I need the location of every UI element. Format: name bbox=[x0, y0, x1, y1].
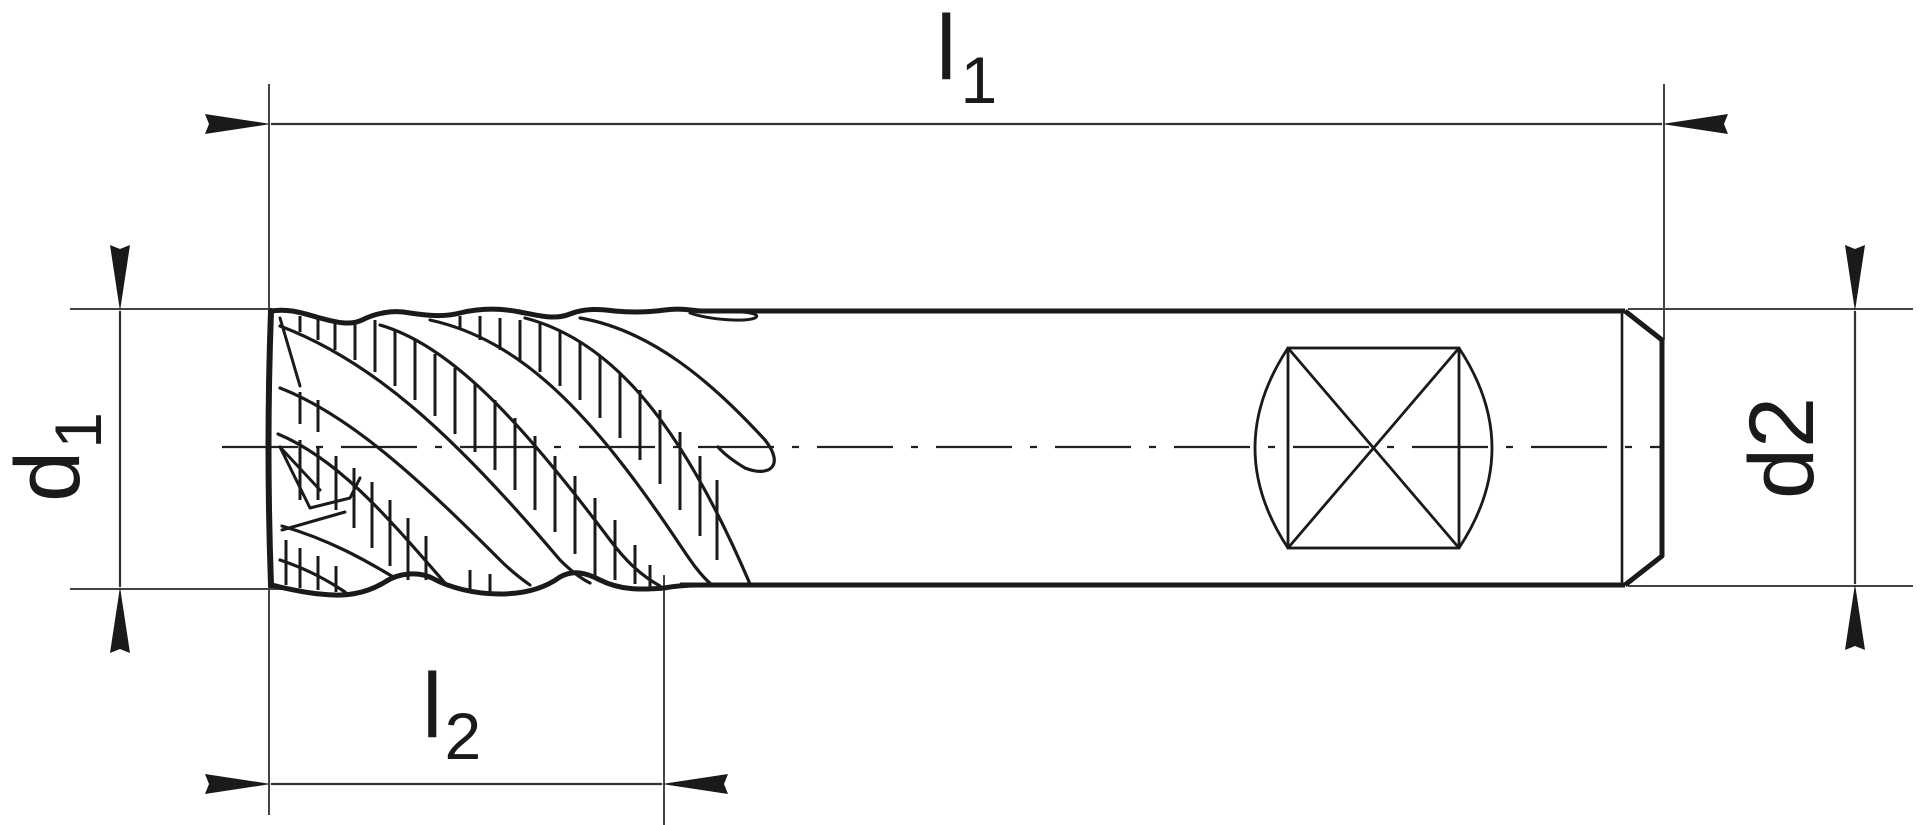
cutting-section bbox=[265, 306, 776, 598]
label-d1-subscript: 1 bbox=[41, 412, 115, 449]
clamping-flat-rect bbox=[1286, 346, 1461, 550]
label-l1: l1 bbox=[936, 2, 997, 113]
flute-edge bbox=[523, 316, 752, 586]
label-d2-subscript: 2 bbox=[1731, 396, 1833, 448]
flute-runout-top bbox=[688, 309, 759, 322]
label-l1-subscript: 1 bbox=[960, 43, 998, 117]
flute-edge bbox=[578, 316, 776, 473]
label-l2: l2 bbox=[422, 660, 481, 769]
flute-edge bbox=[278, 386, 532, 587]
label-l2-subscript: 2 bbox=[444, 699, 482, 773]
cutter-front-face bbox=[265, 308, 274, 588]
label-d1: d1 bbox=[0, 410, 115, 506]
label-d1-main: d bbox=[0, 450, 99, 502]
label-l1-main: l bbox=[936, 0, 957, 99]
gash-line bbox=[280, 510, 347, 532]
flute-edge bbox=[280, 524, 397, 580]
flute-edge bbox=[378, 323, 662, 588]
clamping-flat-arc-right bbox=[1457, 347, 1494, 549]
flute-edge bbox=[428, 318, 714, 587]
flute-edge bbox=[278, 324, 592, 585]
label-d2: d2 bbox=[1731, 396, 1833, 500]
roughing-profile-top bbox=[268, 306, 703, 326]
clamping-flat-diagonal-2 bbox=[1286, 347, 1461, 549]
label-d2-main: d bbox=[1731, 448, 1833, 500]
dimension-l2 bbox=[205, 575, 728, 825]
shank bbox=[680, 308, 1665, 588]
label-l2-main: l bbox=[422, 655, 443, 757]
gash-line bbox=[278, 316, 302, 388]
shank-chamfer bbox=[1623, 309, 1665, 587]
clamping-flat bbox=[1253, 346, 1494, 550]
roughing-profile-bottom bbox=[268, 570, 703, 598]
dimension-d1 bbox=[70, 245, 290, 653]
flute-hatching bbox=[284, 316, 719, 592]
clamping-flat-arc-left bbox=[1253, 347, 1290, 549]
dimension-d2 bbox=[1628, 245, 1913, 650]
